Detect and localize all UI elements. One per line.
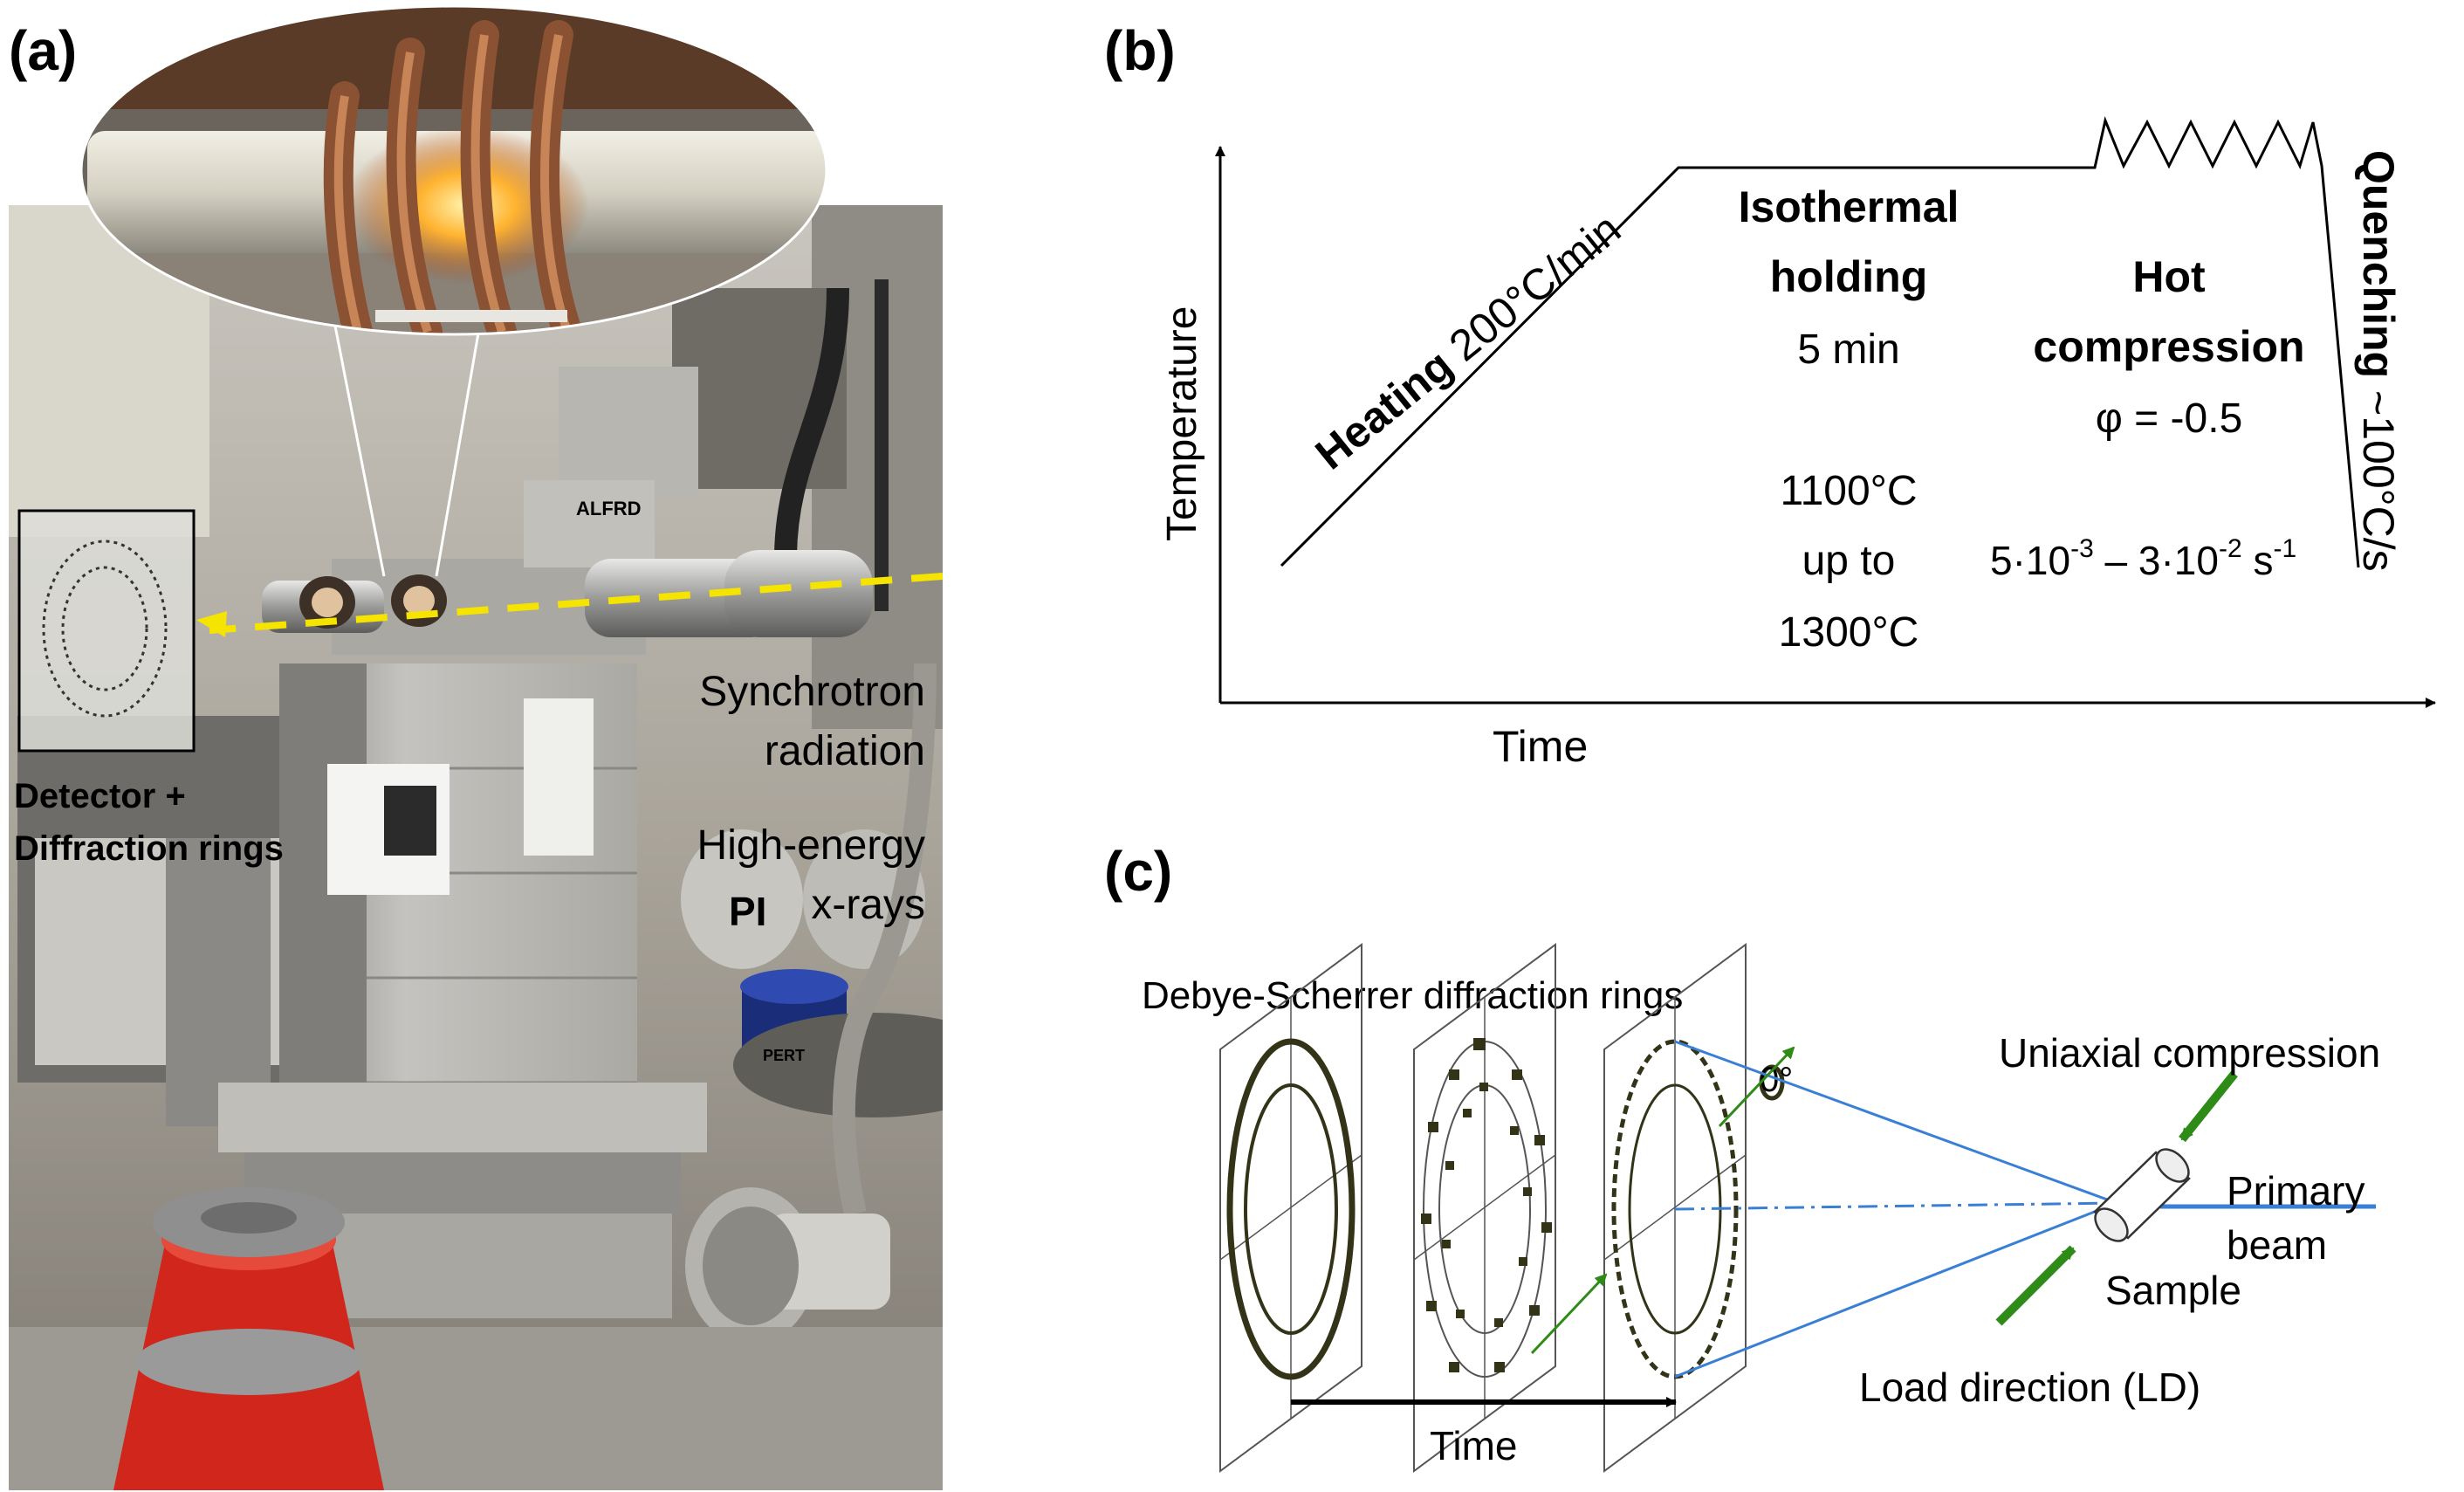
vessel-logo: PI — [729, 889, 766, 934]
time-label: Time — [1430, 1423, 1518, 1468]
panel-a-label: (a) — [9, 19, 77, 82]
xrays-label-line1: High-energy — [697, 822, 925, 869]
beam-arrowhead — [196, 611, 227, 637]
bucket-sticker: PERT — [763, 1047, 805, 1064]
y-axis-label: Temperature — [1159, 306, 1205, 541]
heating-label: Heating 200°C/min — [1307, 204, 1630, 479]
detector-plane-2 — [1413, 943, 1556, 1473]
hot-compression-line2: compression — [2033, 322, 2304, 371]
primary-beam-label-line1: Primary — [2227, 1168, 2364, 1214]
holding-temp-line3: 1300°C — [1779, 609, 1919, 656]
load-direction-label: Load direction (LD) — [1859, 1365, 2200, 1410]
holding-temp-line1: 1100°C — [1780, 468, 1917, 514]
hot-compression-line1: Hot — [2132, 252, 2206, 301]
load-arrow-bottom — [1995, 1245, 2076, 1326]
temperature-profile — [1280, 115, 2360, 568]
detector-label-line2: Diffraction rings — [14, 829, 284, 868]
primary-beam-label-line2: beam — [2227, 1222, 2327, 1268]
ld-arrow-plane-3 — [1718, 1046, 1795, 1128]
holding-time: 5 min — [1797, 327, 1899, 373]
quenching-label: Quenching ~100°C/s — [2354, 150, 2403, 572]
sample-cylinder — [2093, 1148, 2191, 1242]
cone-lower-line — [1674, 1201, 2117, 1379]
strain-value: φ = -0.5 — [2096, 395, 2243, 442]
detector-panel — [17, 509, 196, 753]
ld-arrow-plane-2 — [1530, 1273, 1608, 1355]
cone-axis-line — [1674, 1201, 2117, 1211]
holding-temp-line2: up to — [1802, 538, 1896, 584]
panel-c: (c) Debye-Scherrer diffraction rings — [1104, 840, 2380, 1473]
rings-title: Debye-Scherrer diffraction rings — [1142, 974, 1683, 1017]
sample-label: Sample — [2105, 1268, 2241, 1313]
strain-rate: 5·10-3 – 3·10-2 s-1 — [1990, 534, 2296, 583]
xrays-label-line2: x-rays — [811, 882, 925, 928]
panel-b-label: (b) — [1104, 19, 1176, 82]
compression-label: Uniaxial compression — [1999, 1030, 2380, 1076]
isothermal-label-line1: Isothermal — [1739, 182, 1960, 231]
panel-b: (b) Temperature Time Heating 200°C/min I… — [1104, 19, 2436, 771]
furnace-logo: ALFRD — [576, 498, 642, 519]
isothermal-label-line2: holding — [1770, 252, 1928, 301]
synchrotron-beam-line — [209, 573, 944, 634]
load-arrow-top — [2179, 1070, 2238, 1143]
panel-c-label: (c) — [1104, 840, 1172, 903]
synchrotron-label-line1: Synchrotron — [699, 669, 925, 715]
synchrotron-label-line2: radiation — [765, 728, 925, 774]
panel-a: (a) — [9, 4, 944, 1490]
detector-label-line1: Detector + — [14, 777, 186, 815]
cone-upper-line — [1674, 1040, 2117, 1205]
x-axis-label: Time — [1493, 722, 1588, 771]
detector-plane-1 — [1219, 943, 1362, 1473]
